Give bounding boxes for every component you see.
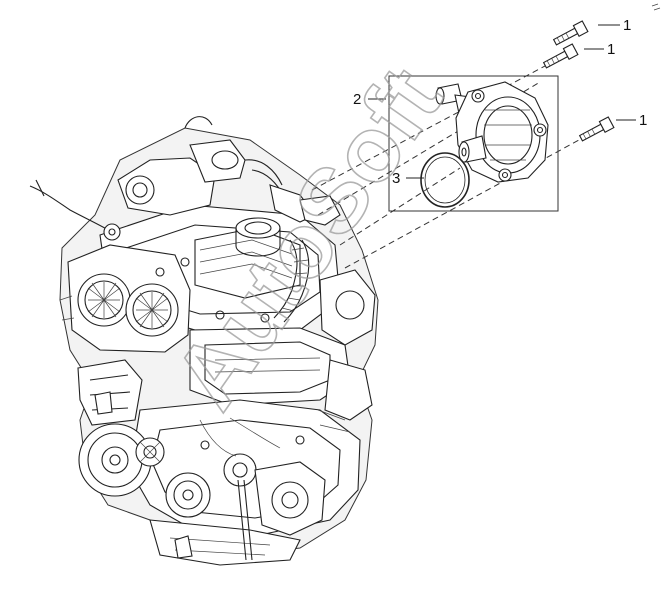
callout-bolt-top: 1 xyxy=(623,17,631,34)
bolt-right xyxy=(578,116,615,142)
callout-seal-ring: 3 xyxy=(392,170,400,187)
bolt-top xyxy=(552,20,589,46)
callout-leaders xyxy=(368,24,636,179)
callout-bolt-right: 1 xyxy=(639,112,647,129)
vacuum-pump xyxy=(435,81,549,183)
bolt-second xyxy=(542,43,579,69)
seal-ring xyxy=(420,152,470,208)
assembly-box xyxy=(388,75,559,212)
callout-assembly-box: 2 xyxy=(353,91,361,108)
corner-mark xyxy=(651,3,661,11)
callout-bolt-second: 1 xyxy=(607,41,615,58)
engine-assembly xyxy=(29,116,379,566)
